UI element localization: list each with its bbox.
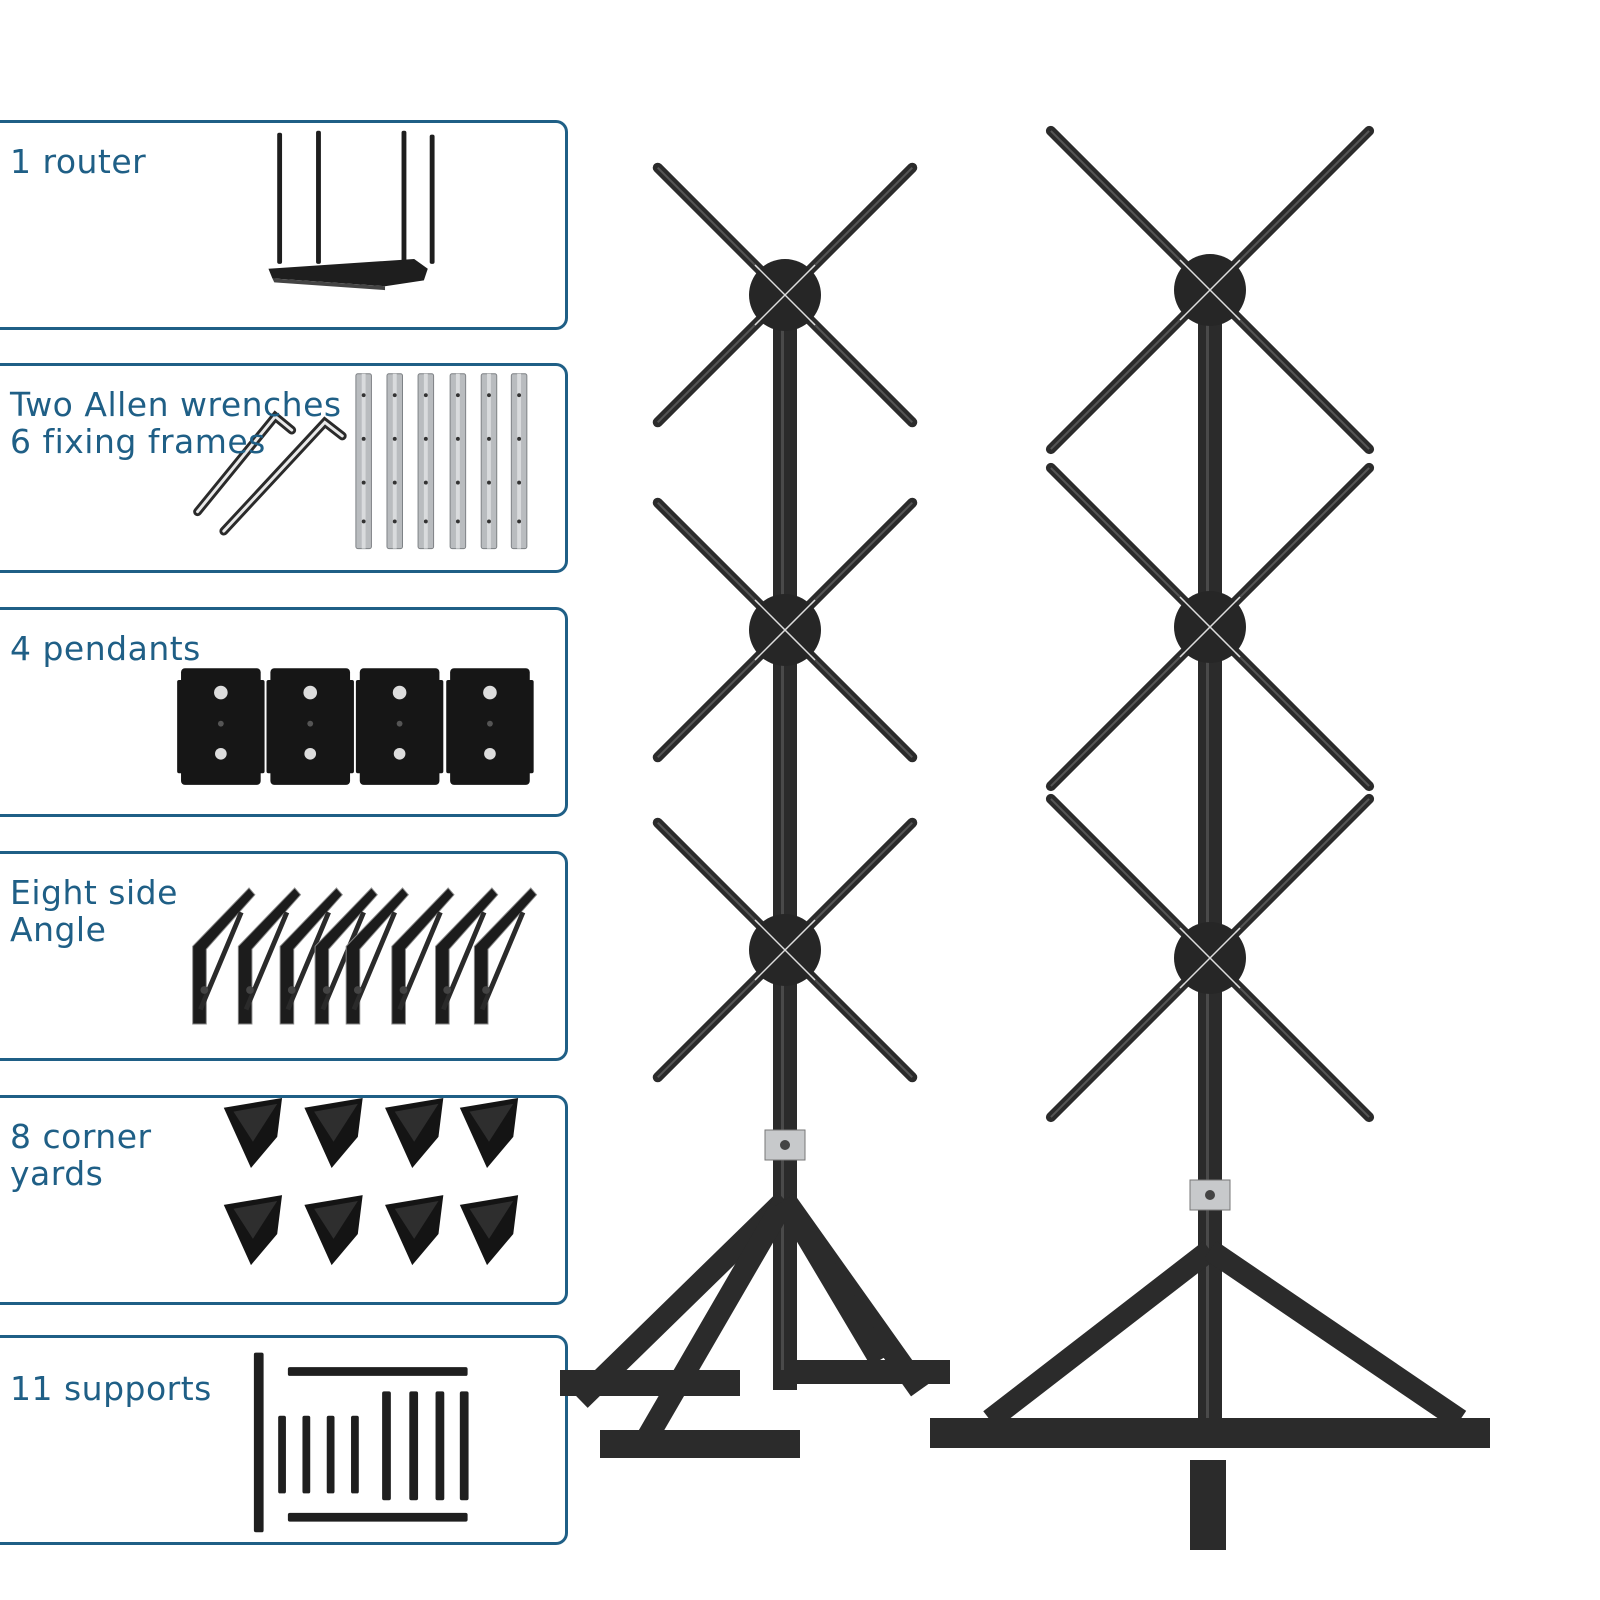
- panel-label-corner-yards: 8 corner yards: [10, 1117, 152, 1193]
- panel-label-router: 1 router: [10, 142, 147, 181]
- panel-wrenches-frames: Two Allen wrenches 6 fixing frames: [0, 363, 568, 573]
- fixing-frame-icon: [355, 373, 528, 550]
- panel-router: 1 router: [0, 120, 568, 330]
- supports-image: [253, 1352, 469, 1533]
- panel-label-supports: 11 supports: [10, 1369, 212, 1408]
- panel-label-pendants: 4 pendants: [10, 629, 201, 668]
- stand-right: [930, 125, 1490, 1550]
- wrenches-frames-image: [193, 373, 528, 550]
- router-image: [268, 130, 435, 291]
- allen-wrench-icon: [193, 410, 347, 536]
- hologram-fan-stands: [560, 125, 1490, 1550]
- panel-side-angles: Eight side Angle: [0, 851, 568, 1061]
- panel-supports: 11 supports: [0, 1335, 568, 1545]
- panel-label-side-angles: Eight side Angle: [10, 873, 178, 949]
- panel-label-wrenches-frames: Two Allen wrenches 6 fixing frames: [10, 385, 342, 461]
- side-angles-image: [192, 887, 538, 1025]
- panel-pendants: 4 pendants: [0, 607, 568, 817]
- panel-corner-yards: 8 corner yards: [0, 1095, 568, 1305]
- pendants-image: [177, 668, 534, 785]
- stand-left: [560, 162, 950, 1458]
- corner-yards-image: [223, 1098, 519, 1266]
